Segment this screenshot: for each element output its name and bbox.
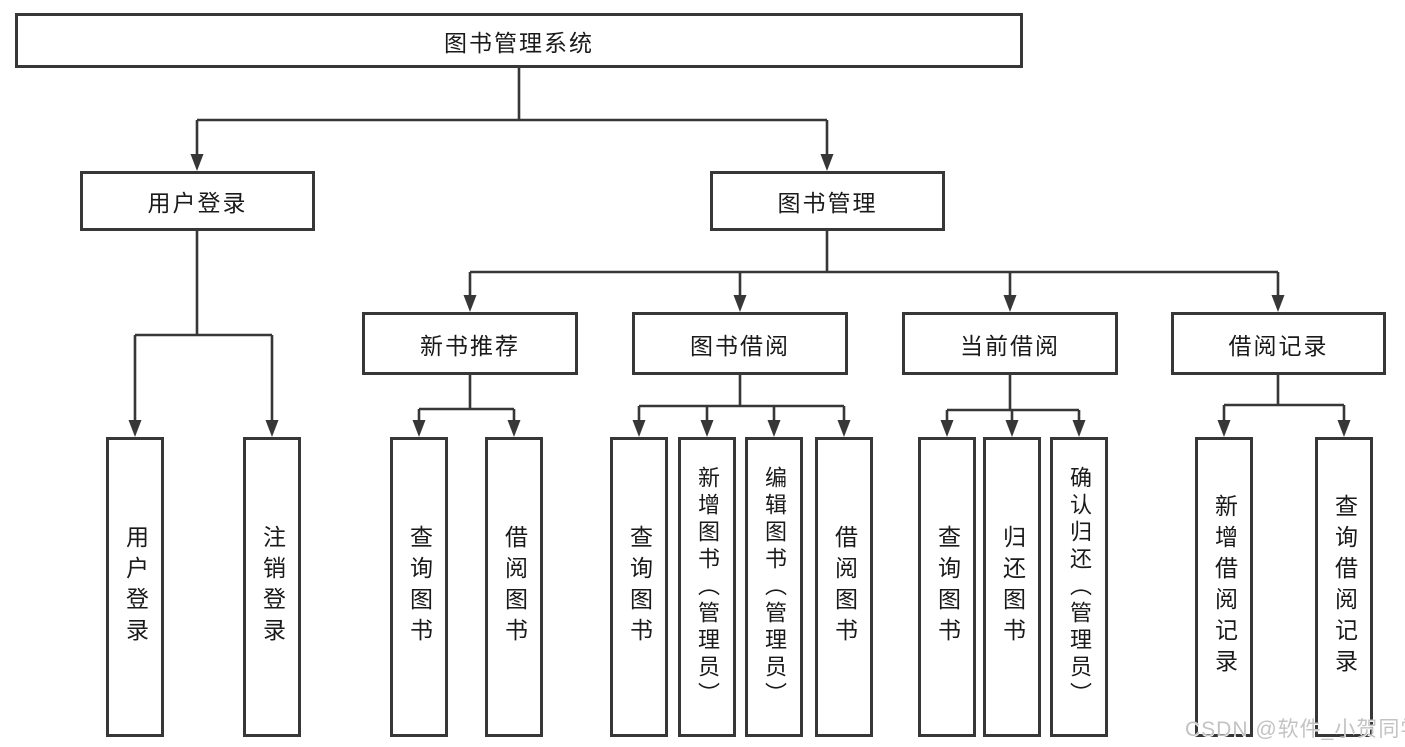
watermark: CSDN @软件_小贺同学 [1185, 718, 1405, 741]
node-label: 查询借阅记录 [1331, 494, 1358, 680]
node-label: 归还图书 [999, 525, 1026, 649]
node-label: 编辑图书（管理员） [762, 465, 787, 709]
node-return-books: 归还图书 [983, 437, 1041, 737]
node-label: 用户登录 [147, 190, 248, 216]
arrowheads [128, 154, 1351, 437]
node-user-login: 用户登录 [80, 171, 315, 231]
node-label: 新增借阅记录 [1211, 494, 1238, 680]
node-borrowing-records: 借阅记录 [1171, 312, 1386, 375]
node-add-books-admin: 新增图书（管理员） [678, 437, 736, 737]
node-label: 图书借阅 [690, 332, 790, 359]
node-confirm-return-admin: 确认归还（管理员） [1050, 437, 1108, 737]
node-label: 查询图书 [406, 525, 433, 649]
node-label: 借阅记录 [1228, 332, 1329, 359]
node-label: 当前借阅 [960, 332, 1060, 359]
node-logout-leaf: 注销登录 [243, 437, 301, 737]
node-label: 新书推荐 [420, 332, 520, 359]
node-edit-books-admin: 编辑图书（管理员） [745, 437, 803, 737]
node-label: 注销登录 [259, 525, 286, 649]
node-label: 图书管理 [777, 190, 878, 216]
node-borrow-books-recommend: 借阅图书 [485, 437, 543, 737]
node-query-books-borrowing: 查询图书 [610, 437, 668, 737]
node-current-borrowing: 当前借阅 [902, 312, 1118, 375]
node-label: 查询图书 [934, 525, 961, 649]
connector-paths [133, 68, 1346, 422]
node-book-borrowing: 图书借阅 [632, 312, 848, 375]
node-label: 查询图书 [626, 525, 653, 649]
node-book-management: 图书管理 [710, 171, 945, 231]
node-label: 确认归还（管理员） [1067, 465, 1092, 709]
node-user-login-leaf: 用户登录 [106, 437, 164, 737]
node-add-borrow-record: 新增借阅记录 [1195, 437, 1253, 737]
node-library-system: 图书管理系统 [15, 13, 1023, 68]
node-label: 图书管理系统 [444, 29, 594, 56]
node-label: 借阅图书 [831, 525, 858, 649]
node-label: 借阅图书 [501, 525, 528, 649]
node-query-borrow-record: 查询借阅记录 [1315, 437, 1373, 737]
node-new-book-recommendation: 新书推荐 [362, 312, 578, 375]
node-label: 新增图书（管理员） [695, 465, 720, 709]
node-borrow-books-borrowing: 借阅图书 [815, 437, 873, 737]
node-query-books-recommend: 查询图书 [390, 437, 448, 737]
node-query-books-current: 查询图书 [918, 437, 976, 737]
node-label: 用户登录 [122, 525, 149, 649]
